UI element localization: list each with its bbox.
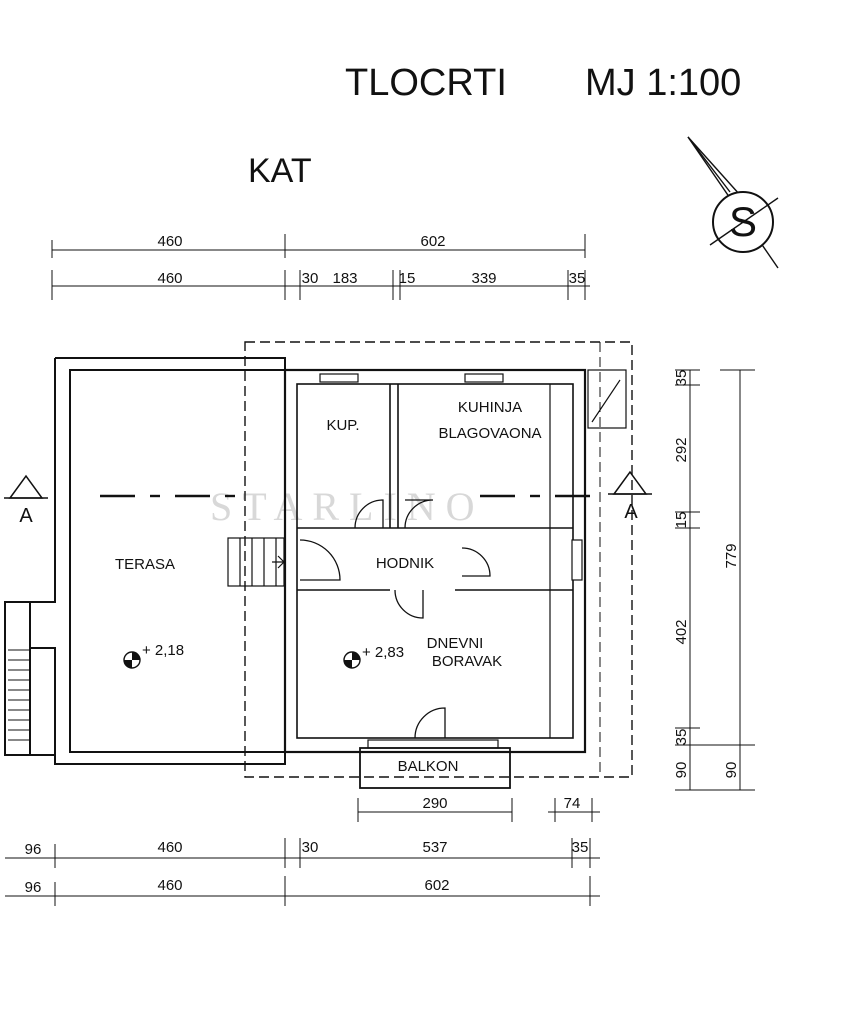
dim-bottom1-30: 30 xyxy=(302,839,319,856)
room-terasa: TERASA xyxy=(115,556,175,573)
dim-bottom1-96: 96 xyxy=(25,841,42,858)
dim-bottom1-35: 35 xyxy=(572,839,589,856)
dim-bottom-290: 290 xyxy=(422,795,447,812)
dim-top2-339: 339 xyxy=(471,270,496,287)
dim-bottom1-460: 460 xyxy=(157,839,182,856)
room-balkon: BALKON xyxy=(398,758,459,775)
room-boravak: BORAVAK xyxy=(432,653,502,670)
dim-right-779: 779 xyxy=(723,543,740,568)
dim-top-460: 460 xyxy=(157,233,182,250)
dim-bottom2-460: 460 xyxy=(157,877,182,894)
doors xyxy=(299,499,491,739)
dim-top2-15: 15 xyxy=(399,270,416,287)
level-marker-boravak-icon xyxy=(343,651,361,669)
top-dimensions xyxy=(51,234,590,300)
watermark-text: STARLINO xyxy=(210,484,485,529)
section-label-right: A xyxy=(624,501,638,523)
room-hodnik: HODNIK xyxy=(376,555,434,572)
room-kup: KUP. xyxy=(326,417,359,434)
room-kuhinja: KUHINJA xyxy=(458,399,522,416)
dim-top2-183: 183 xyxy=(332,270,357,287)
level-marker-terasa-icon xyxy=(123,651,141,669)
dim-top2-460: 460 xyxy=(157,270,182,287)
dim-top2-35: 35 xyxy=(569,270,586,287)
dim-right-15: 15 xyxy=(673,512,690,529)
dim-right-90b: 90 xyxy=(723,762,740,779)
exterior-stairs xyxy=(8,649,30,741)
balcony-outline xyxy=(359,747,511,789)
dim-right-90a: 90 xyxy=(673,762,690,779)
drawing-scale: MJ 1:100 xyxy=(585,62,742,104)
level-terasa: + 2,18 xyxy=(142,642,184,659)
dim-right-35b: 35 xyxy=(673,729,690,746)
right-dimensions xyxy=(675,369,755,791)
dim-bottom-74: 74 xyxy=(564,795,581,812)
section-label-left: A xyxy=(19,505,33,527)
room-blagovaona: BLAGOVAONA xyxy=(438,425,541,442)
interior-stairs xyxy=(227,537,285,587)
room-dnevni: DNEVNI xyxy=(427,635,484,652)
dim-right-35a: 35 xyxy=(673,370,690,387)
dim-bottom2-96: 96 xyxy=(25,879,42,896)
drawing-title: TLOCRTI xyxy=(345,62,507,104)
north-arrow-icon: S xyxy=(687,136,779,269)
chimney xyxy=(587,369,627,429)
section-marker-left: A xyxy=(4,474,48,527)
dim-right-292: 292 xyxy=(673,437,690,462)
dim-bottom2-602: 602 xyxy=(424,877,449,894)
bottom-dimensions xyxy=(5,798,600,906)
floor-label: KAT xyxy=(248,152,312,190)
dim-top-602: 602 xyxy=(420,233,445,250)
section-marker-right: A xyxy=(608,470,652,523)
dim-top2-30: 30 xyxy=(302,270,319,287)
level-boravak: + 2,83 xyxy=(362,644,404,661)
dim-right-402: 402 xyxy=(673,619,690,644)
compass-letter: S xyxy=(729,198,757,245)
roof-outline xyxy=(244,341,633,778)
dim-bottom1-537: 537 xyxy=(422,839,447,856)
